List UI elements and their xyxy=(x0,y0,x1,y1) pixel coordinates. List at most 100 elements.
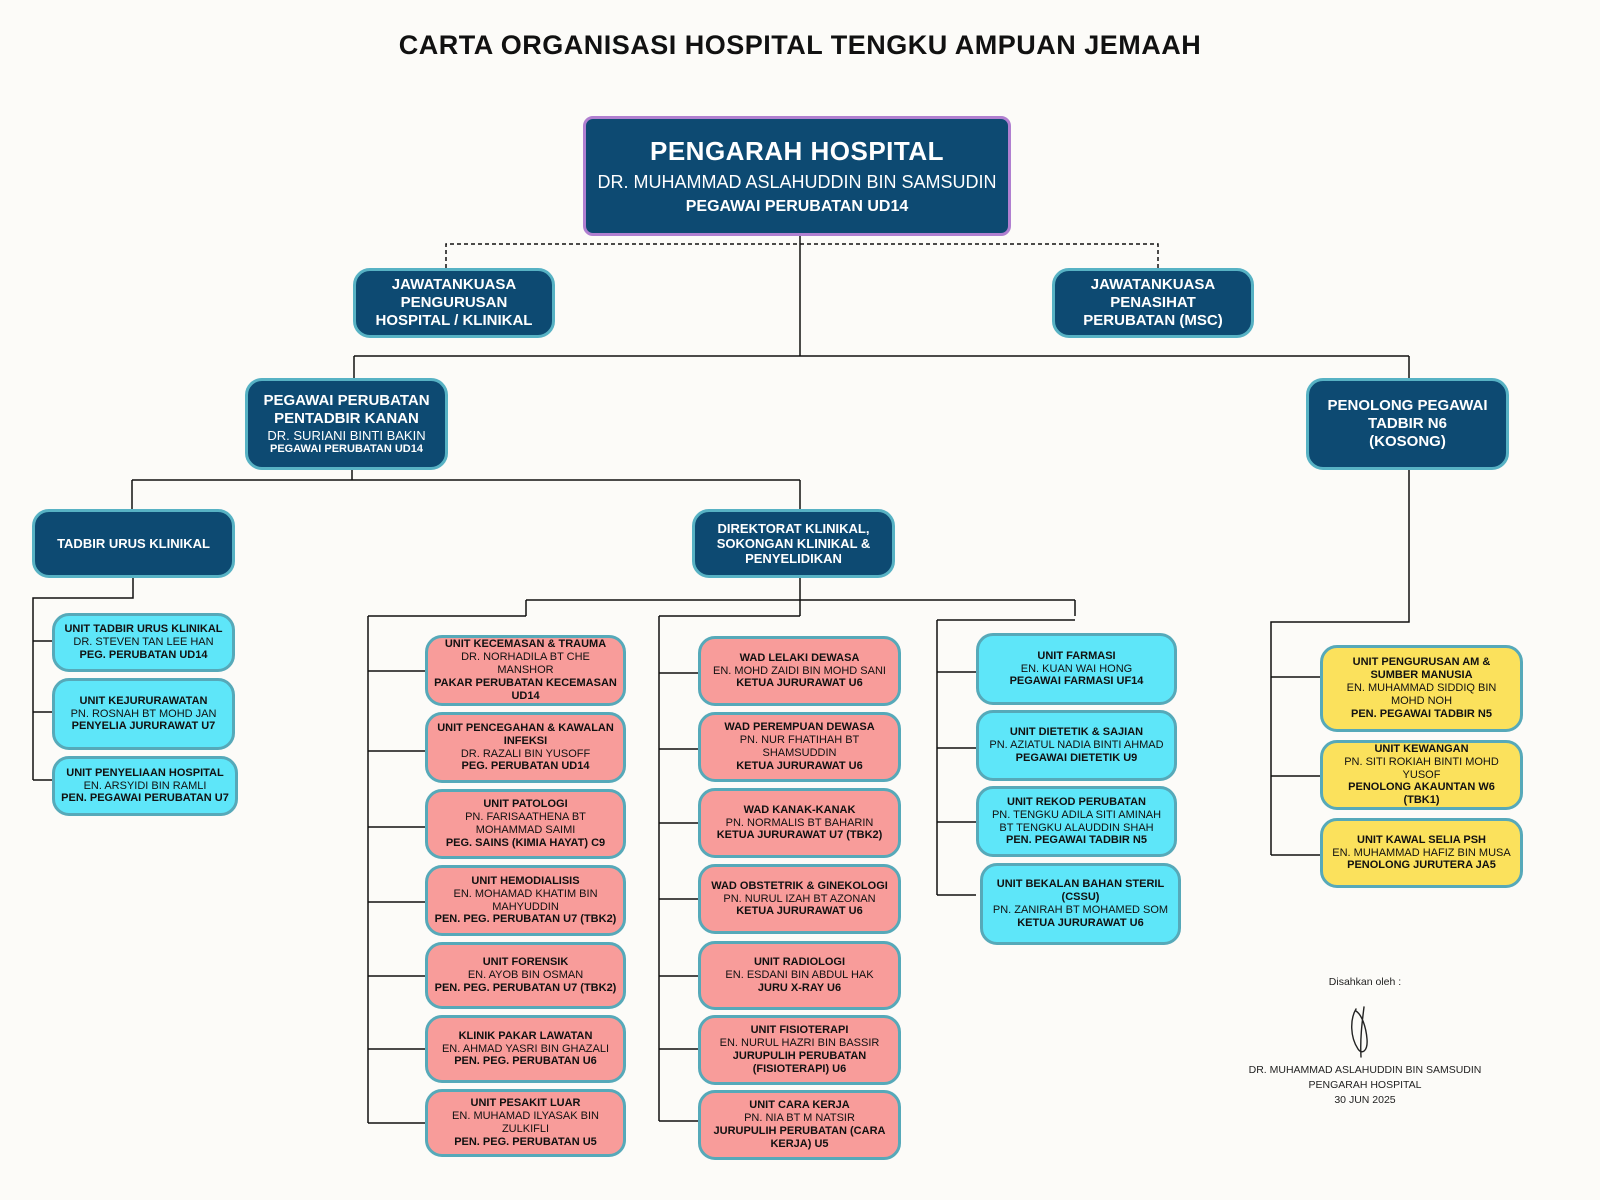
unit-box: UNIT PENYELIAAN HOSPITAL EN. ARSYIDI BIN… xyxy=(52,756,238,816)
deputy-box: PEGAWAI PERUBATAN PENTADBIR KANAN DR. SU… xyxy=(245,378,448,470)
director-post: PEGAWAI PERUBATAN UD14 xyxy=(685,197,909,215)
unit-title: UNIT FORENSIK xyxy=(482,956,569,969)
unit-box: UNIT PESAKIT LUAR EN. MUHAMAD ILYASAK BI… xyxy=(425,1089,626,1157)
unit-post: PEN. PEGAWAI TADBIR N5 xyxy=(1006,834,1147,847)
unit-title: UNIT REKOD PERUBATAN xyxy=(1007,795,1146,808)
unit-title: UNIT KAWAL SELIA PSH xyxy=(1357,833,1486,846)
unit-box: UNIT FORENSIK EN. AYOB BIN OSMAN PEN. PE… xyxy=(425,942,626,1009)
page-title: CARTA ORGANISASI HOSPITAL TENGKU AMPUAN … xyxy=(398,30,1202,60)
unit-post: PEN. PEG. PERUBATAN U6 xyxy=(454,1055,597,1068)
unit-officer: PN. TENGKU ADILA SITI AMINAH BT TENGKU A… xyxy=(991,808,1162,834)
unit-post: PENYELIA JURURAWAT U7 xyxy=(71,720,216,733)
unit-post: KETUA JURURAWAT U6 xyxy=(1017,916,1144,929)
committee-management-line1: JAWATANKUASA xyxy=(391,276,517,294)
unit-title: UNIT KECEMASAN & TRAUMA xyxy=(444,638,607,651)
unit-title: UNIT RADIOLOGI xyxy=(753,956,846,969)
unit-officer: PN. AZIATUL NADIA BINTI AHMAD xyxy=(989,739,1164,752)
approval-label: Disahkan oleh : xyxy=(1328,976,1402,988)
unit-box: UNIT CARA KERJA PN. NIA BT M NATSIR JURU… xyxy=(698,1090,901,1160)
unit-officer: PN. NIA BT M NATSIR xyxy=(744,1112,855,1125)
unit-officer: EN. AYOB BIN OSMAN xyxy=(467,969,584,982)
unit-officer: EN. MOHD ZAIDI BIN MOHD SANI xyxy=(713,664,886,677)
directorate-line3: PENYELIDIKAN xyxy=(745,551,842,567)
unit-post: PAKAR PERUBATAN KECEMASAN UD14 xyxy=(434,676,617,702)
directorate-box: DIREKTORAT KLINIKAL, SOKONGAN KLINIKAL &… xyxy=(692,509,895,578)
unit-officer: DR. RAZALI BIN YUSOFF xyxy=(460,747,591,760)
unit-title: UNIT PESAKIT LUAR xyxy=(470,1097,581,1110)
unit-post: PEN. PEG. PERUBATAN U5 xyxy=(454,1135,597,1148)
unit-title: UNIT DIETETIK & SAJIAN xyxy=(1009,726,1144,739)
unit-box: UNIT TADBIR URUS KLINIKAL DR. STEVEN TAN… xyxy=(52,613,235,672)
committee-management-line3: HOSPITAL / KLINIKAL xyxy=(375,311,533,329)
unit-title: UNIT FISIOTERAPI xyxy=(750,1024,849,1037)
unit-post: PEGAWAI FARMASI UF14 xyxy=(1009,675,1144,688)
approval-block: DR. MUHAMMAD ASLAHUDDIN BIN SAMSUDIN PEN… xyxy=(1220,1063,1510,1109)
unit-box: UNIT BEKALAN BAHAN STERIL (CSSU) PN. ZAN… xyxy=(980,863,1181,945)
unit-title: WAD PEREMPUAN DEWASA xyxy=(724,721,875,734)
unit-title: UNIT HEMODIALISIS xyxy=(471,874,580,887)
approval-label-block: Disahkan oleh : xyxy=(1300,975,1430,990)
unit-post: PENOLONG AKAUNTAN W6 (TBK1) xyxy=(1348,781,1495,807)
unit-officer: EN. MOHAMAD KHATIM BIN MAHYUDDIN xyxy=(453,887,598,913)
committee-management-line2: PENGURUSAN xyxy=(400,294,508,312)
deputy-line2: PENTADBIR KANAN xyxy=(274,409,419,427)
unit-title: WAD LELAKI DEWASA xyxy=(739,651,860,664)
unit-box: UNIT KEJURURAWATAN PN. ROSNAH BT MOHD JA… xyxy=(52,678,235,750)
unit-post: JURU X-RAY U6 xyxy=(757,981,842,994)
deputy-name: DR. SURIANI BINTI BAKIN xyxy=(267,427,426,443)
unit-post: PEGAWAI DIETETIK U9 xyxy=(1015,751,1138,764)
unit-officer: PN. NORMALIS BT BAHARIN xyxy=(725,816,874,829)
unit-officer: DR. STEVEN TAN LEE HAN xyxy=(73,636,214,649)
unit-box: WAD KANAK-KANAK PN. NORMALIS BT BAHARIN … xyxy=(698,788,901,858)
governance-box: TADBIR URUS KLINIKAL xyxy=(32,509,235,578)
unit-title: UNIT KEJURURAWATAN xyxy=(79,694,208,707)
unit-title: KLINIK PAKAR LAWATAN xyxy=(458,1029,593,1042)
unit-title: UNIT PENGURUSAN AM & SUMBER MANUSIA xyxy=(1352,656,1491,682)
unit-post: PEG. PERUBATAN UD14 xyxy=(79,648,208,661)
unit-box: UNIT FISIOTERAPI EN. NURUL HAZRI BIN BAS… xyxy=(698,1015,901,1085)
unit-officer: PN. NURUL IZAH BT AZONAN xyxy=(723,892,876,905)
unit-box: UNIT REKOD PERUBATAN PN. TENGKU ADILA SI… xyxy=(976,786,1177,857)
approval-name: DR. MUHAMMAD ASLAHUDDIN BIN SAMSUDIN xyxy=(1248,1064,1482,1076)
unit-box: UNIT KAWAL SELIA PSH EN. MUHAMMAD HAFIZ … xyxy=(1320,818,1523,888)
admin-assistant-box: PENOLONG PEGAWAI TADBIR N6 (KOSONG) xyxy=(1306,378,1509,470)
unit-box: KLINIK PAKAR LAWATAN EN. AHMAD YASRI BIN… xyxy=(425,1015,626,1083)
admin-assistant-line1: PENOLONG PEGAWAI xyxy=(1327,397,1488,415)
unit-box: UNIT FARMASI EN. KUAN WAI HONG PEGAWAI F… xyxy=(976,633,1177,705)
director-name: DR. MUHAMMAD ASLAHUDDIN BIN SAMSUDIN xyxy=(597,172,997,193)
director-box: PENGARAH HOSPITAL DR. MUHAMMAD ASLAHUDDI… xyxy=(583,116,1011,236)
unit-title: UNIT PATOLOGI xyxy=(483,798,568,811)
unit-title: UNIT PENCEGAHAN & KAWALAN INFEKSI xyxy=(437,721,614,747)
admin-assistant-line2: TADBIR N6 xyxy=(1368,415,1447,433)
unit-box: UNIT PENGURUSAN AM & SUMBER MANUSIA EN. … xyxy=(1320,645,1523,732)
unit-title: UNIT KEWANGAN xyxy=(1374,742,1469,755)
unit-title: UNIT PENYELIAAN HOSPITAL xyxy=(66,766,224,779)
unit-post: PEG. PERUBATAN UD14 xyxy=(461,760,590,773)
unit-box: UNIT HEMODIALISIS EN. MOHAMAD KHATIM BIN… xyxy=(425,865,626,936)
unit-post: KETUA JURURAWAT U6 xyxy=(736,677,863,690)
committee-advisory-box: JAWATANKUASA PENASIHAT PERUBATAN (MSC) xyxy=(1052,268,1254,338)
unit-box: UNIT KECEMASAN & TRAUMA DR. NORHADILA BT… xyxy=(425,635,626,706)
unit-officer: DR. NORHADILA BT CHE MANSHOR xyxy=(461,651,590,677)
unit-post: PEN. PEGAWAI TADBIR N5 xyxy=(1351,707,1492,720)
unit-title: UNIT FARMASI xyxy=(1037,649,1116,662)
unit-officer: PN. SITI ROKIAH BINTI MOHD YUSOF xyxy=(1344,755,1499,781)
approval-date: 30 JUN 2025 xyxy=(1334,1094,1396,1107)
directorate-line2: SOKONGAN KLINIKAL & xyxy=(716,535,871,551)
unit-box: WAD PEREMPUAN DEWASA PN. NUR FHATIHAH BT… xyxy=(698,712,901,782)
approval-title: PENGARAH HOSPITAL xyxy=(1308,1079,1422,1092)
unit-box: UNIT DIETETIK & SAJIAN PN. AZIATUL NADIA… xyxy=(976,710,1177,781)
unit-title: UNIT CARA KERJA xyxy=(749,1099,850,1112)
unit-post: JURUPULIH PERUBATAN (CARA KERJA) U5 xyxy=(713,1125,886,1150)
unit-post: KETUA JURURAWAT U6 xyxy=(736,759,863,772)
unit-post: PEN. PEGAWAI PERUBATAN U7 xyxy=(61,792,229,805)
unit-officer: EN. AHMAD YASRI BIN GHAZALI xyxy=(441,1042,610,1055)
committee-management-box: JAWATANKUASA PENGURUSAN HOSPITAL / KLINI… xyxy=(353,268,555,338)
unit-box: UNIT PENCEGAHAN & KAWALAN INFEKSI DR. RA… xyxy=(425,712,626,783)
committee-advisory-line1: JAWATANKUASA xyxy=(1090,276,1216,294)
unit-officer: PN. FARISAATHENA BT MOHAMMAD SAIMI xyxy=(465,811,586,836)
unit-box: UNIT KEWANGAN PN. SITI ROKIAH BINTI MOHD… xyxy=(1320,740,1523,810)
unit-title: WAD OBSTETRIK & GINEKOLOGI xyxy=(711,879,888,892)
unit-post: PEN. PEG. PERUBATAN U7 (TBK2) xyxy=(434,913,617,926)
